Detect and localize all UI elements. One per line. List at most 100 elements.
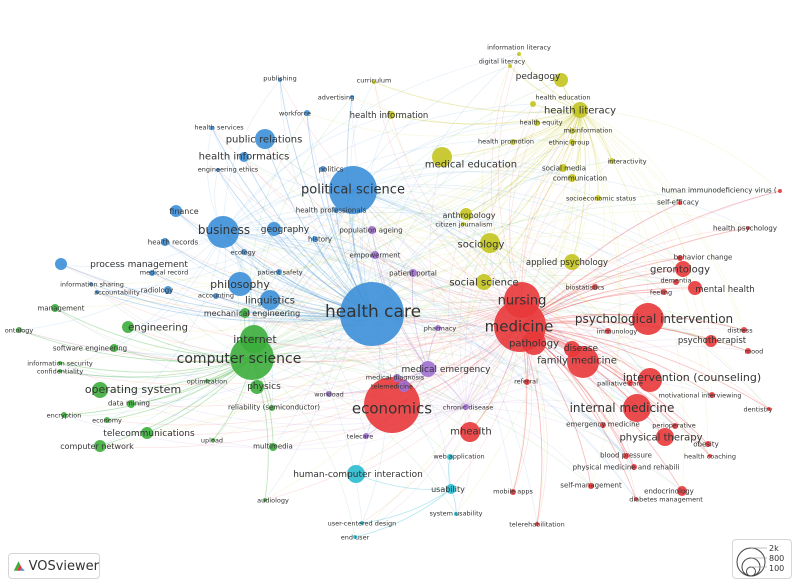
node-label[interactable]: medical diagnosis — [366, 373, 425, 381]
node-label[interactable]: political science — [301, 183, 405, 198]
node-bubble[interactable] — [58, 361, 62, 365]
node-bubble[interactable] — [164, 286, 172, 294]
node-label[interactable]: end user — [341, 533, 370, 541]
node-label[interactable]: operating system — [85, 383, 181, 396]
node-label[interactable]: physical medicine and rehabili — [573, 463, 680, 471]
node-label[interactable]: health education — [536, 93, 591, 101]
node-bubble[interactable] — [705, 335, 717, 347]
node-bubble[interactable] — [435, 325, 441, 331]
node-bubble[interactable] — [480, 233, 500, 253]
node-label[interactable]: computer science — [177, 351, 302, 367]
node-label[interactable]: self-efficacy — [657, 198, 699, 206]
node-bubble[interactable] — [326, 391, 332, 397]
node-bubble[interactable] — [510, 489, 516, 495]
node-bubble[interactable] — [476, 274, 492, 290]
node-bubble[interactable] — [61, 412, 67, 418]
node-label[interactable]: engineering ethics — [198, 165, 259, 173]
node-bubble[interactable] — [263, 498, 267, 502]
node-label[interactable]: endocrinology — [644, 487, 694, 495]
node-bubble[interactable] — [746, 226, 750, 230]
node-bubble[interactable] — [278, 78, 282, 82]
node-bubble[interactable] — [239, 152, 249, 162]
node-bubble[interactable] — [631, 464, 637, 470]
node-label[interactable]: curriculum — [357, 76, 392, 84]
node-label[interactable]: reliability (semiconductor) — [228, 403, 320, 411]
node-bubble[interactable] — [678, 201, 682, 205]
node-bubble[interactable] — [58, 369, 62, 373]
node-label[interactable]: physics — [247, 382, 281, 392]
node-label[interactable]: pedagogy — [516, 72, 561, 82]
node-label[interactable]: psychotherapist — [678, 336, 747, 346]
node-label[interactable]: medicine — [485, 317, 554, 335]
node-bubble[interactable] — [170, 205, 182, 217]
node-bubble[interactable] — [675, 261, 691, 277]
node-bubble[interactable] — [661, 289, 667, 295]
node-bubble[interactable] — [627, 380, 633, 386]
node-bubble[interactable] — [372, 80, 376, 84]
node-label[interactable]: computer network — [60, 442, 134, 451]
node-bubble[interactable] — [767, 407, 771, 411]
node-bubble[interactable] — [210, 126, 214, 130]
node-label[interactable]: medical education — [425, 160, 517, 171]
node-bubble[interactable] — [432, 147, 452, 167]
node-label[interactable]: disease — [564, 344, 599, 354]
node-label[interactable]: data mining — [108, 399, 150, 407]
node-bubble[interactable] — [267, 222, 281, 236]
node-bubble[interactable] — [688, 281, 702, 295]
node-label[interactable]: dentistry — [743, 405, 772, 413]
node-label[interactable]: blood pressure — [600, 451, 652, 459]
node-label[interactable]: ethnic group — [548, 138, 589, 146]
node-bubble[interactable] — [55, 258, 67, 270]
node-label[interactable]: workload — [314, 390, 344, 398]
node-label[interactable]: chronic disease — [443, 403, 493, 411]
node-label[interactable]: medical record — [140, 268, 188, 276]
node-label[interactable]: user-centered design — [328, 519, 397, 527]
node-label[interactable]: social media — [542, 164, 586, 172]
node-label[interactable]: patient portal — [389, 269, 437, 277]
node-bubble[interactable] — [677, 486, 687, 496]
node-label[interactable]: mood — [745, 347, 763, 355]
node-bubble[interactable] — [534, 120, 540, 126]
node-bubble[interactable] — [94, 440, 106, 452]
node-label[interactable]: information literacy — [487, 43, 551, 51]
node-label[interactable]: biostatistics — [566, 283, 605, 291]
node-bubble[interactable] — [350, 95, 354, 99]
node-label[interactable]: economy — [92, 416, 122, 424]
node-bubble[interactable] — [592, 284, 598, 290]
node-label[interactable]: mental health — [695, 285, 754, 295]
node-label[interactable]: human immunodeficiency virus ( — [661, 186, 777, 194]
node-bubble[interactable] — [161, 238, 169, 246]
node-label[interactable]: diabetes management — [629, 495, 703, 503]
node-label[interactable]: software engineering — [53, 344, 127, 352]
node-bubble[interactable] — [216, 168, 220, 172]
node-bubble[interactable] — [454, 512, 458, 516]
node-bubble[interactable] — [269, 405, 275, 411]
node-label[interactable]: health literacy — [544, 106, 616, 117]
node-bubble[interactable] — [634, 497, 638, 501]
node-label[interactable]: family medicine — [537, 356, 617, 367]
node-bubble[interactable] — [588, 483, 594, 489]
node-label[interactable]: confidentiality — [37, 367, 84, 375]
node-label[interactable]: nursing — [498, 294, 547, 309]
node-label[interactable]: accounting — [198, 291, 234, 299]
node-bubble[interactable] — [554, 73, 568, 87]
node-label[interactable]: information sharing — [60, 280, 124, 288]
node-label[interactable]: health coaching — [684, 452, 736, 460]
node-bubble[interactable] — [409, 269, 417, 277]
node-label[interactable]: palliative care — [597, 379, 643, 387]
node-bubble[interactable] — [149, 270, 155, 276]
node-label[interactable]: usability — [431, 485, 465, 494]
node-label[interactable]: distress — [727, 326, 753, 334]
node-label[interactable]: finance — [169, 207, 198, 216]
node-label[interactable]: gerontology — [650, 265, 710, 276]
node-bubble[interactable] — [564, 341, 580, 357]
node-bubble[interactable] — [347, 465, 365, 483]
node-label[interactable]: mobile apps — [493, 487, 533, 495]
node-bubble[interactable] — [522, 331, 546, 355]
node-label[interactable]: history — [308, 235, 332, 243]
node-label[interactable]: audiology — [257, 496, 289, 504]
node-bubble[interactable] — [213, 293, 219, 299]
node-bubble[interactable] — [104, 417, 110, 423]
node-bubble[interactable] — [320, 166, 326, 172]
